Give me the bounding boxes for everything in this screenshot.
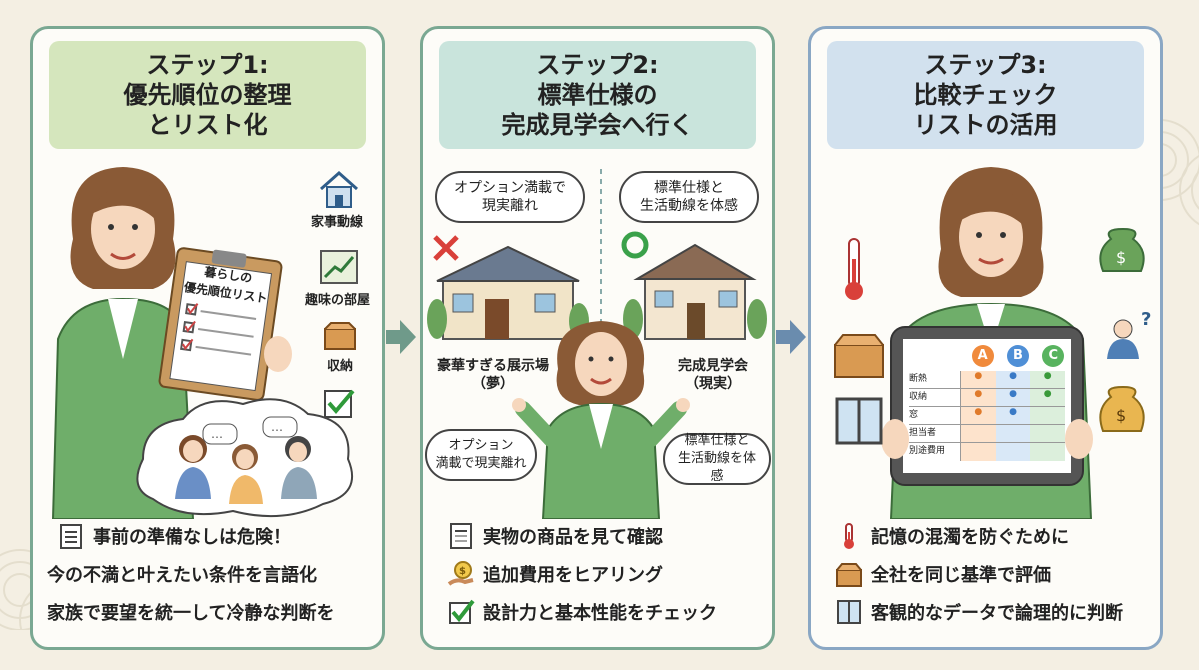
step3-title-line2: リストの活用 bbox=[913, 111, 1058, 139]
storage-box-icon bbox=[324, 322, 356, 350]
step2-bullet: $ 追加費用をヒアリング bbox=[447, 555, 762, 593]
label-right-line2: （現実） bbox=[685, 376, 741, 392]
step1-bullet: 事前の準備なしは危険！ bbox=[57, 517, 372, 555]
step1-bullet: 家族で要望を統一して冷静な判断を bbox=[47, 593, 372, 631]
label-right-line1: 完成見学会 bbox=[678, 358, 748, 374]
step1-bullet-text-3: 家族で要望を統一して冷静な判断を bbox=[47, 603, 335, 624]
step2-illustration: オプション満載で 現実離れ 標準仕様と 生活動線を体感 豪華すぎる展示場 （夢）… bbox=[423, 159, 772, 520]
column-a-badge: A bbox=[971, 345, 994, 367]
step3-header: ステップ3: 比較チェック リストの活用 bbox=[827, 41, 1144, 149]
bubble-top-right-line2: 生活動線を体感 bbox=[640, 198, 738, 214]
step2-header: ステップ2: 標準仕様の 完成見学会へ行く bbox=[439, 41, 756, 149]
step3-bullet: 記憶の混濁を防ぐために bbox=[835, 517, 1150, 555]
bubble-bottom-left-line2: 満載で現実離れ bbox=[435, 456, 527, 471]
bubble-option-heavy: オプション満載で 現実離れ bbox=[435, 171, 585, 223]
step1-title-line1: 優先順位の整理 bbox=[123, 81, 292, 109]
bubble-standard-spec-small: 標準仕様と 生活動線を体感 bbox=[663, 433, 771, 485]
step2-bullet-text-1: 実物の商品を見て確認 bbox=[483, 527, 663, 548]
step1-label: ステップ1: bbox=[146, 51, 269, 79]
checkbox-icon bbox=[449, 599, 475, 624]
step1-title-line2: とリスト化 bbox=[147, 111, 268, 139]
table-row: 断熱 ●●● bbox=[909, 371, 1066, 389]
svg-text:$: $ bbox=[459, 566, 466, 577]
bubble-top-left-line2: 現実離れ bbox=[482, 198, 538, 214]
step3-bullet-text-1: 記憶の混濁を防ぐために bbox=[871, 527, 1069, 548]
window-icon bbox=[837, 600, 861, 624]
hobby-chart-icon bbox=[320, 250, 358, 284]
side-icon-label-hobby: 趣味の部屋 bbox=[305, 293, 371, 308]
label-left-line1: 豪華すぎる展示場 bbox=[437, 358, 549, 374]
column-c-badge: C bbox=[1042, 345, 1065, 367]
step3-illustration: $ ? $ A B C 断熱 ●●● 収納 ●●● bbox=[811, 159, 1160, 520]
storage-box-icon bbox=[836, 563, 862, 587]
step2-panel: ステップ2: 標準仕様の 完成見学会へ行く bbox=[420, 26, 775, 650]
table-row: 収納 ●●● bbox=[909, 389, 1066, 407]
step3-bullet-text-3: 客観的なデータで論理的に判断 bbox=[871, 603, 1123, 624]
spec-document-icon bbox=[450, 523, 472, 549]
bubble-bottom-right-line1: 標準仕様と bbox=[684, 433, 750, 448]
table-row: 担当者 bbox=[909, 425, 1066, 443]
side-icon-label-house: 家事動線 bbox=[311, 215, 364, 230]
step3-title-line1: 比較チェック bbox=[913, 81, 1058, 109]
step2-bullets: 実物の商品を見て確認 $ 追加費用をヒアリング 設計力と基本性能をチェック bbox=[447, 517, 762, 631]
bubble-standard-spec: 標準仕様と 生活動線を体感 bbox=[619, 171, 759, 223]
svg-text:…: … bbox=[211, 427, 223, 441]
model-house-comparison-illustration bbox=[427, 169, 767, 520]
step2-bullet: 実物の商品を見て確認 bbox=[447, 517, 762, 555]
step1-bullet: 今の不満と叶えたい条件を言語化 bbox=[47, 555, 372, 593]
row-label: 収納 bbox=[909, 389, 961, 406]
step2-bullet-text-2: 追加費用をヒアリング bbox=[483, 565, 663, 586]
table-row: 窓 ●● bbox=[909, 407, 1066, 425]
step2-bullet: 設計力と基本性能をチェック bbox=[447, 593, 762, 631]
row-label: 窓 bbox=[909, 407, 961, 424]
column-b-badge: B bbox=[1006, 345, 1029, 367]
step3-bullet: 客観的なデータで論理的に判断 bbox=[835, 593, 1150, 631]
comparison-table-body: 断熱 ●●● 収納 ●●● 窓 ●● 担当者 別途費用 bbox=[909, 371, 1066, 461]
step2-bullet-text-3: 設計力と基本性能をチェック bbox=[483, 603, 717, 624]
step1-bullet-text-1: 事前の準備なしは危険！ bbox=[93, 527, 291, 548]
step1-illustration: … … 暮らしの 優先順位リスト 家事動線 趣味の部屋 収納 bbox=[33, 159, 382, 520]
step3-label: ステップ3: bbox=[924, 51, 1047, 79]
coin-hand-icon: $ bbox=[447, 561, 474, 586]
step3-bullet-text-2: 全社を同じ基準で評価 bbox=[871, 565, 1051, 586]
checkbox-icon bbox=[324, 389, 355, 418]
woman-with-clipboard-illustration: … … bbox=[51, 167, 353, 520]
svg-text:…: … bbox=[271, 420, 283, 434]
step3-panel: ステップ3: 比較チェック リストの活用 bbox=[808, 26, 1163, 650]
label-open-house-reality: 完成見学会 （現実） bbox=[663, 357, 763, 393]
step1-header: ステップ1: 優先順位の整理 とリスト化 bbox=[49, 41, 366, 149]
step1-panel: ステップ1: 優先順位の整理 とリスト化 bbox=[30, 26, 385, 650]
step2-title-line1: 標準仕様の bbox=[537, 81, 658, 109]
label-showroom-dream: 豪華すぎる展示場 （夢） bbox=[433, 357, 553, 393]
svg-text:?: ? bbox=[1141, 309, 1151, 330]
step1-bullet-text-2: 今の不満と叶えたい条件を言語化 bbox=[47, 565, 317, 586]
bubble-bottom-right-line2: 生活動線を体感 bbox=[677, 451, 756, 484]
bubble-bottom-left-line1: オプション bbox=[448, 438, 514, 453]
thermometer-icon bbox=[844, 523, 854, 549]
comparison-table-header: A B C bbox=[965, 345, 1071, 367]
step3-bullets: 記憶の混濁を防ぐために 全社を同じ基準で評価 客観的なデータで論理的に判断 bbox=[835, 517, 1150, 631]
comparison-table: A B C 断熱 ●●● 収納 ●●● 窓 ●● 担当者 bbox=[903, 339, 1071, 473]
bubble-top-left-line1: オプション満載で bbox=[454, 180, 566, 196]
table-row: 別途費用 bbox=[909, 443, 1066, 461]
step3-bullet: 全社を同じ基準で評価 bbox=[835, 555, 1150, 593]
row-label: 担当者 bbox=[909, 425, 961, 442]
svg-text:$: $ bbox=[1116, 406, 1126, 425]
label-left-line2: （夢） bbox=[472, 376, 514, 392]
step2-title-line2: 完成見学会へ行く bbox=[501, 111, 694, 139]
arrow-right-icon bbox=[776, 320, 806, 354]
step1-bullets: 事前の準備なしは危険！ 今の不満と叶えたい条件を言語化 家族で要望を統一して冷静… bbox=[47, 517, 372, 631]
checklist-icon bbox=[60, 524, 82, 549]
arrow-right-icon bbox=[386, 320, 416, 354]
side-icon-label-storage: 収納 bbox=[327, 359, 354, 374]
row-label: 別途費用 bbox=[909, 443, 961, 461]
bubble-option-heavy-small: オプション 満載で現実離れ bbox=[425, 429, 537, 481]
house-icon bbox=[320, 170, 358, 208]
row-label: 断熱 bbox=[909, 371, 961, 388]
step2-label: ステップ2: bbox=[536, 51, 659, 79]
bubble-top-right-line1: 標準仕様と bbox=[654, 180, 724, 196]
svg-text:$: $ bbox=[1116, 248, 1126, 267]
